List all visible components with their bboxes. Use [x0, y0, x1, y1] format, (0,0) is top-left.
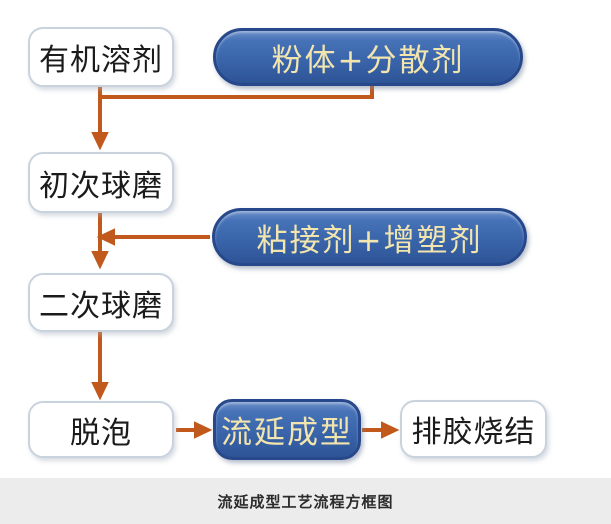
node-first-ball-milling: 初次球磨: [28, 152, 174, 213]
node-second-ball-milling-label: 二次球磨: [39, 288, 163, 324]
node-defoaming: 脱泡: [28, 401, 174, 458]
node-debinding-sintering-label: 排胶烧结: [411, 415, 536, 450]
node-first-ball-milling-label: 初次球磨: [39, 168, 163, 204]
node-powder-dispersant: 粉体+分散剂: [213, 28, 523, 86]
caption-bar: 流延成型工艺流程方框图: [0, 478, 611, 524]
node-debinding-sintering: 排胶烧结: [400, 400, 547, 458]
node-organic-solvent-label: 有机溶剂: [39, 43, 163, 78]
caption-text: 流延成型工艺流程方框图: [217, 492, 394, 511]
node-defoaming-label: 脱泡: [70, 415, 132, 451]
node-powder-dispersant-label: 粉体+分散剂: [271, 42, 465, 79]
node-binder-plasticizer: 粘接剂+增塑剂: [212, 208, 527, 266]
node-binder-plasticizer-label: 粘接剂+增塑剂: [256, 222, 483, 259]
node-second-ball-milling: 二次球磨: [28, 273, 174, 332]
node-tape-casting: 流延成型: [213, 399, 361, 460]
node-organic-solvent: 有机溶剂: [28, 27, 174, 87]
node-tape-casting-label: 流延成型: [221, 415, 353, 451]
edge-powder-to-milling: [102, 86, 374, 99]
